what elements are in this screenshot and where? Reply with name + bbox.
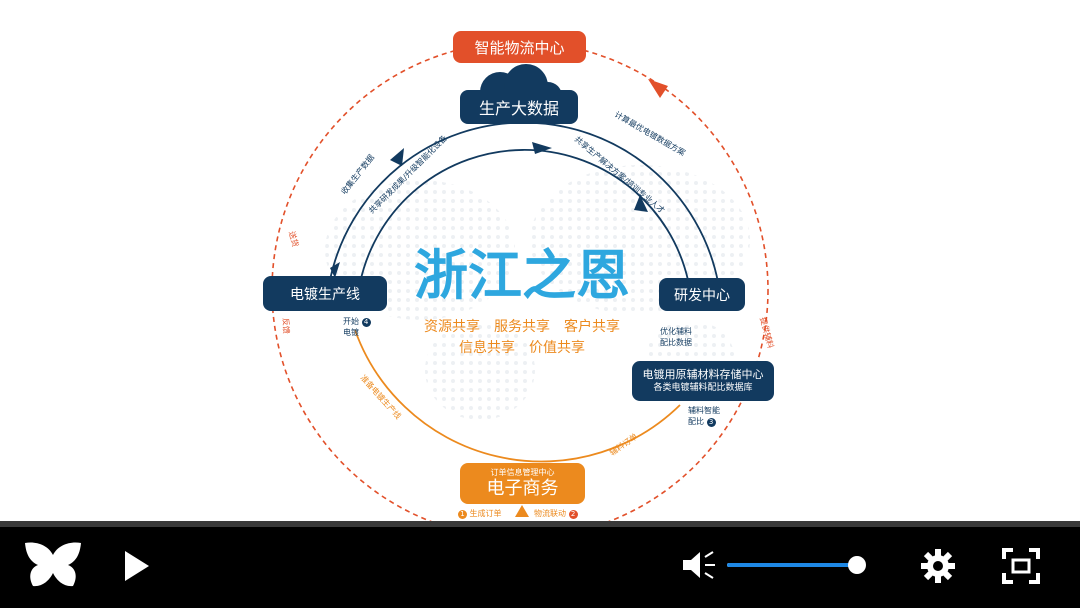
note-start-line2: 电镀 — [343, 328, 359, 337]
play-icon[interactable] — [122, 549, 150, 583]
shares-line-1: 资源共享 服务共享 客户共享 — [424, 318, 620, 335]
node-logistics-center: 智能物流中心 — [453, 31, 586, 63]
node-plating-line: 电镀生产线 — [263, 276, 387, 311]
fullscreen-icon[interactable] — [1002, 548, 1040, 584]
step-2-badge: 2 — [568, 510, 578, 519]
arc-label-supply: 提供辅料 — [758, 316, 776, 349]
node-plating-line-label: 电镀生产线 — [290, 286, 360, 303]
node-logistics-label: 智能物流中心 — [474, 38, 565, 57]
navy-arrow-4 — [330, 262, 340, 278]
player-control-bar — [0, 527, 1080, 608]
arc-label-feedback: 反馈 — [281, 318, 292, 334]
note-generate-order-label: 生成订单 — [469, 509, 502, 518]
note-start-plating: 开始 4 电镀 — [343, 316, 371, 338]
diagram-graphics: 收集生产数据 共享研发成果/升级智能化设备 计算最优电镀数据方案 共享生产解决方… — [271, 41, 776, 521]
progress-track[interactable] — [0, 521, 1080, 527]
node-storage-center: 电镀用原辅材料存储中心 各类电镀辅料配比数据库 — [632, 361, 774, 401]
shares-line-2: 信息共享 价值共享 — [459, 339, 585, 356]
outer-ring-arrow — [648, 79, 668, 98]
arc-label-aux-order: 辅料订单 — [607, 431, 639, 458]
navy-arrow-2 — [532, 142, 552, 154]
note-optimize-line1: 优化辅料 — [660, 327, 692, 336]
note-optimize: 优化辅料 配比数据 — [660, 326, 692, 348]
storage-subtitle: 各类电镀辅料配比数据库 — [653, 383, 753, 393]
ecommerce-caption: 订单信息管理中心 — [490, 467, 555, 477]
step-3-badge: 3 — [706, 418, 716, 427]
slide-title: 浙江之恩 — [414, 244, 630, 307]
arc-label-dispatch: 送货 — [287, 230, 301, 248]
gear-icon[interactable] — [920, 548, 956, 584]
node-big-data-label: 生产大数据 — [478, 99, 559, 118]
storage-title: 电镀用原辅材料存储中心 — [642, 368, 764, 381]
note-optimize-line2: 配比数据 — [660, 338, 692, 347]
node-big-data: 生产大数据 — [460, 90, 578, 124]
ecommerce-label: 电子商务 — [486, 477, 559, 499]
orange-arrow — [515, 505, 529, 517]
note-aux-line1: 辅料智能 — [688, 406, 720, 415]
node-ecommerce: 订单信息管理中心 电子商务 — [460, 463, 585, 504]
note-logistics-link-label: 物流联动 — [534, 509, 566, 518]
volume-slider-knob[interactable] — [848, 556, 866, 574]
step-4-badge: 4 — [361, 318, 371, 327]
note-logistics-link: 物流联动 2 — [534, 508, 578, 519]
navy-arrow-3 — [634, 195, 648, 212]
note-aux-smart: 辅料智能 配比 3 — [688, 405, 720, 427]
node-rd-label: 研发中心 — [674, 287, 730, 304]
step-1-badge: 1 — [458, 510, 467, 519]
presentation-slide: 收集生产数据 共享研发成果/升级智能化设备 计算最优电镀数据方案 共享生产解决方… — [263, 31, 777, 521]
arc-label-collect: 收集生产数据 — [339, 152, 376, 196]
volume-slider-fill — [727, 563, 857, 567]
navy-arc-inner — [359, 149, 689, 284]
navy-arrow-1 — [390, 148, 404, 166]
note-generate-order: 1 生成订单 — [458, 508, 502, 519]
orange-arc — [354, 329, 681, 463]
note-start-line1: 开始 — [343, 317, 359, 326]
note-aux-line2: 配比 — [688, 417, 704, 426]
speaker-icon[interactable] — [681, 549, 717, 581]
butterfly-logo-icon[interactable] — [22, 541, 84, 591]
node-rd-center: 研发中心 — [659, 278, 745, 311]
